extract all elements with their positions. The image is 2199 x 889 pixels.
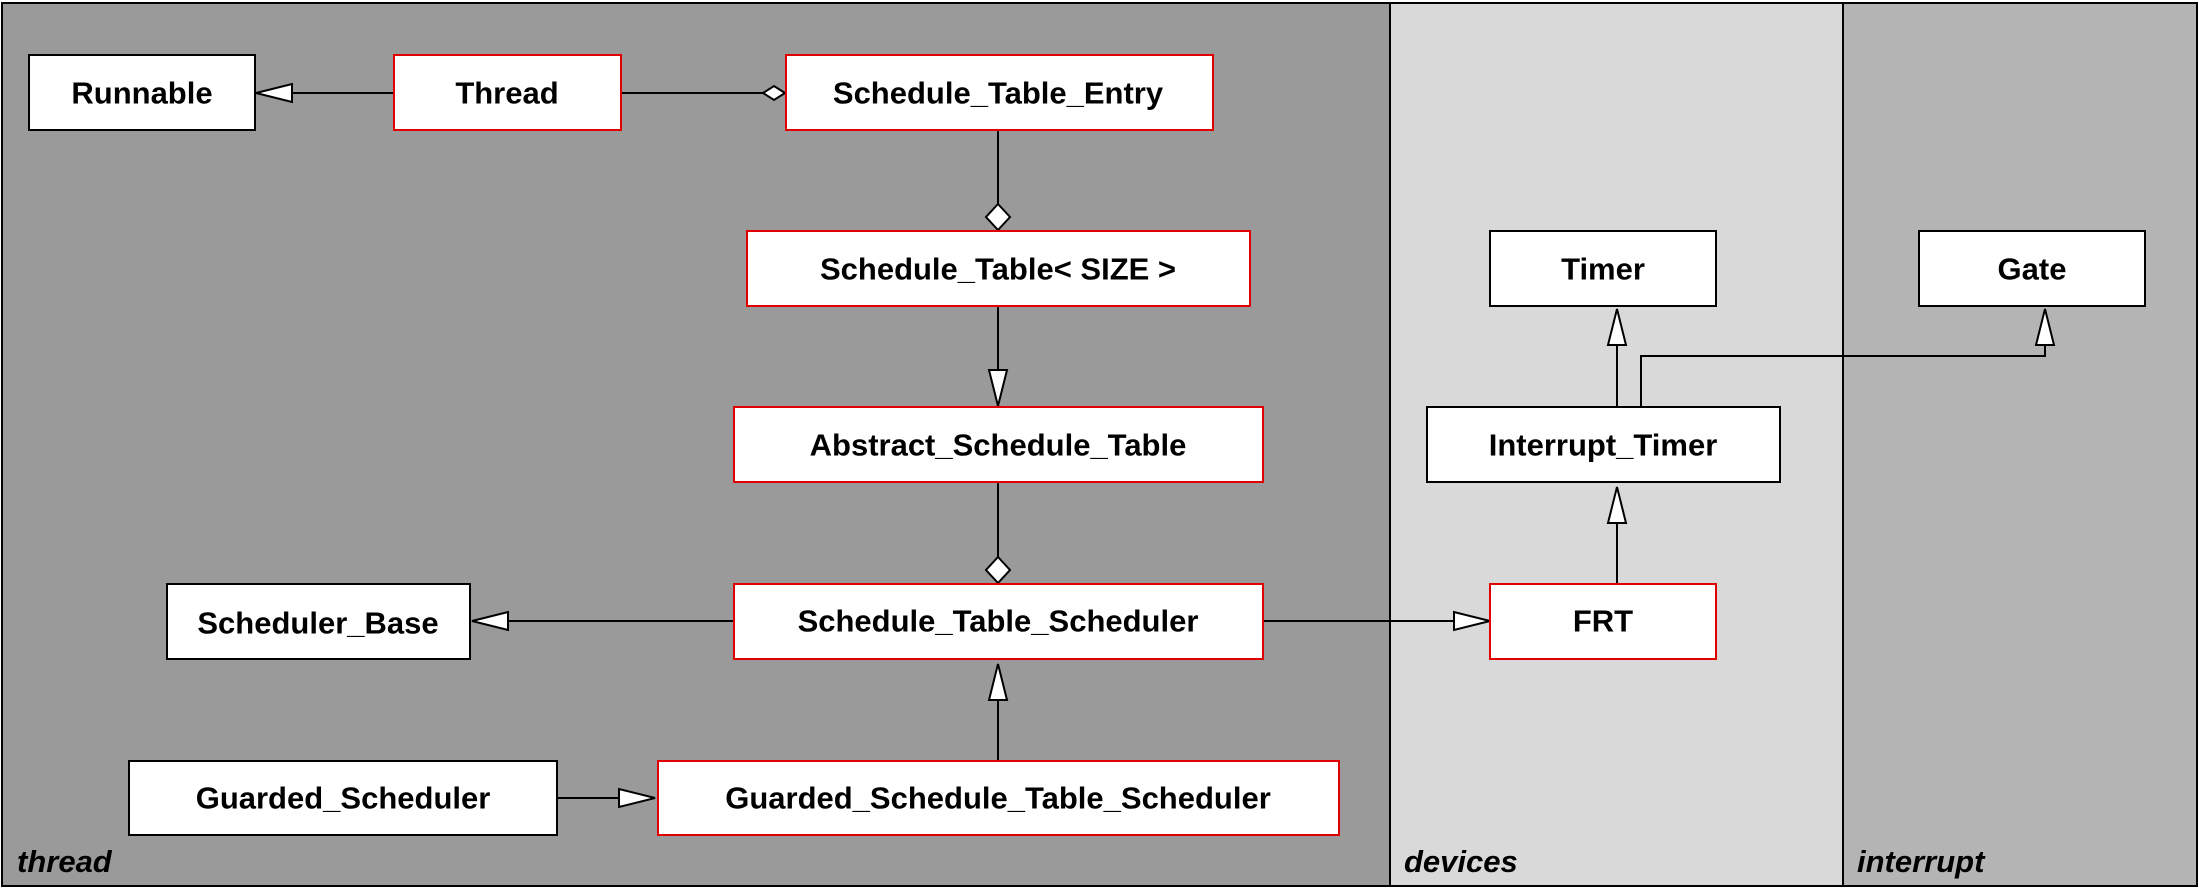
package-label-devices: devices <box>1404 844 1518 879</box>
class-label-schedule-table-size: Schedule_Table< SIZE > <box>820 252 1176 287</box>
class-label-guarded-schedule-table-scheduler: Guarded_Schedule_Table_Scheduler <box>725 781 1271 816</box>
class-label-runnable: Runnable <box>71 76 212 111</box>
class-schedule-table-scheduler[interactable]: Schedule_Table_Scheduler <box>733 583 1264 660</box>
arrow-to-schedule-table-scheduler <box>987 663 1009 701</box>
class-thread[interactable]: Thread <box>393 54 622 131</box>
class-label-thread: Thread <box>455 76 558 111</box>
arrow-to-frt <box>1453 610 1491 632</box>
arrow-to-scheduler-base <box>471 610 509 632</box>
class-schedule-table-entry[interactable]: Schedule_Table_Entry <box>785 54 1214 131</box>
class-label-interrupt-timer: Interrupt_Timer <box>1489 428 1718 463</box>
class-label-frt: FRT <box>1573 604 1633 639</box>
class-guarded-schedule-table-scheduler[interactable]: Guarded_Schedule_Table_Scheduler <box>657 760 1340 836</box>
class-guarded-scheduler[interactable]: Guarded_Scheduler <box>128 760 558 836</box>
relations <box>256 92 2046 799</box>
diamond-entry-thread <box>761 84 787 102</box>
edge-interrupttimer-gate <box>1640 345 2046 407</box>
class-runnable[interactable]: Runnable <box>28 54 256 131</box>
arrow-to-guarded-schedule-table-scheduler <box>618 787 656 809</box>
class-gate[interactable]: Gate <box>1918 230 2146 307</box>
class-scheduler-base[interactable]: Scheduler_Base <box>166 583 471 660</box>
package-label-thread: thread <box>17 844 113 879</box>
arrow-to-interrupt-timer <box>1606 486 1628 524</box>
arrow-to-abstract <box>987 369 1009 407</box>
package-label-interrupt: interrupt <box>1857 844 1986 879</box>
class-label-abstract-schedule-table: Abstract_Schedule_Table <box>810 428 1187 463</box>
class-schedule-table-size[interactable]: Schedule_Table< SIZE > <box>746 230 1251 307</box>
arrow-to-runnable <box>255 82 293 104</box>
arrow-to-gate <box>2034 308 2056 346</box>
class-frt[interactable]: FRT <box>1489 583 1717 660</box>
class-label-schedule-table-scheduler: Schedule_Table_Scheduler <box>798 604 1199 639</box>
package-interrupt <box>1842 2 2198 887</box>
arrowheads <box>255 82 2056 809</box>
class-label-gate: Gate <box>1998 252 2067 287</box>
class-interrupt-timer[interactable]: Interrupt_Timer <box>1426 406 1781 483</box>
class-abstract-schedule-table[interactable]: Abstract_Schedule_Table <box>733 406 1264 483</box>
diamonds <box>761 84 1012 585</box>
class-label-scheduler-base: Scheduler_Base <box>197 606 438 641</box>
class-label-schedule-table-entry: Schedule_Table_Entry <box>833 76 1164 111</box>
class-label-timer: Timer <box>1561 252 1645 287</box>
class-label-guarded-scheduler: Guarded_Scheduler <box>196 781 491 816</box>
class-timer[interactable]: Timer <box>1489 230 1717 307</box>
arrow-to-timer <box>1606 308 1628 346</box>
